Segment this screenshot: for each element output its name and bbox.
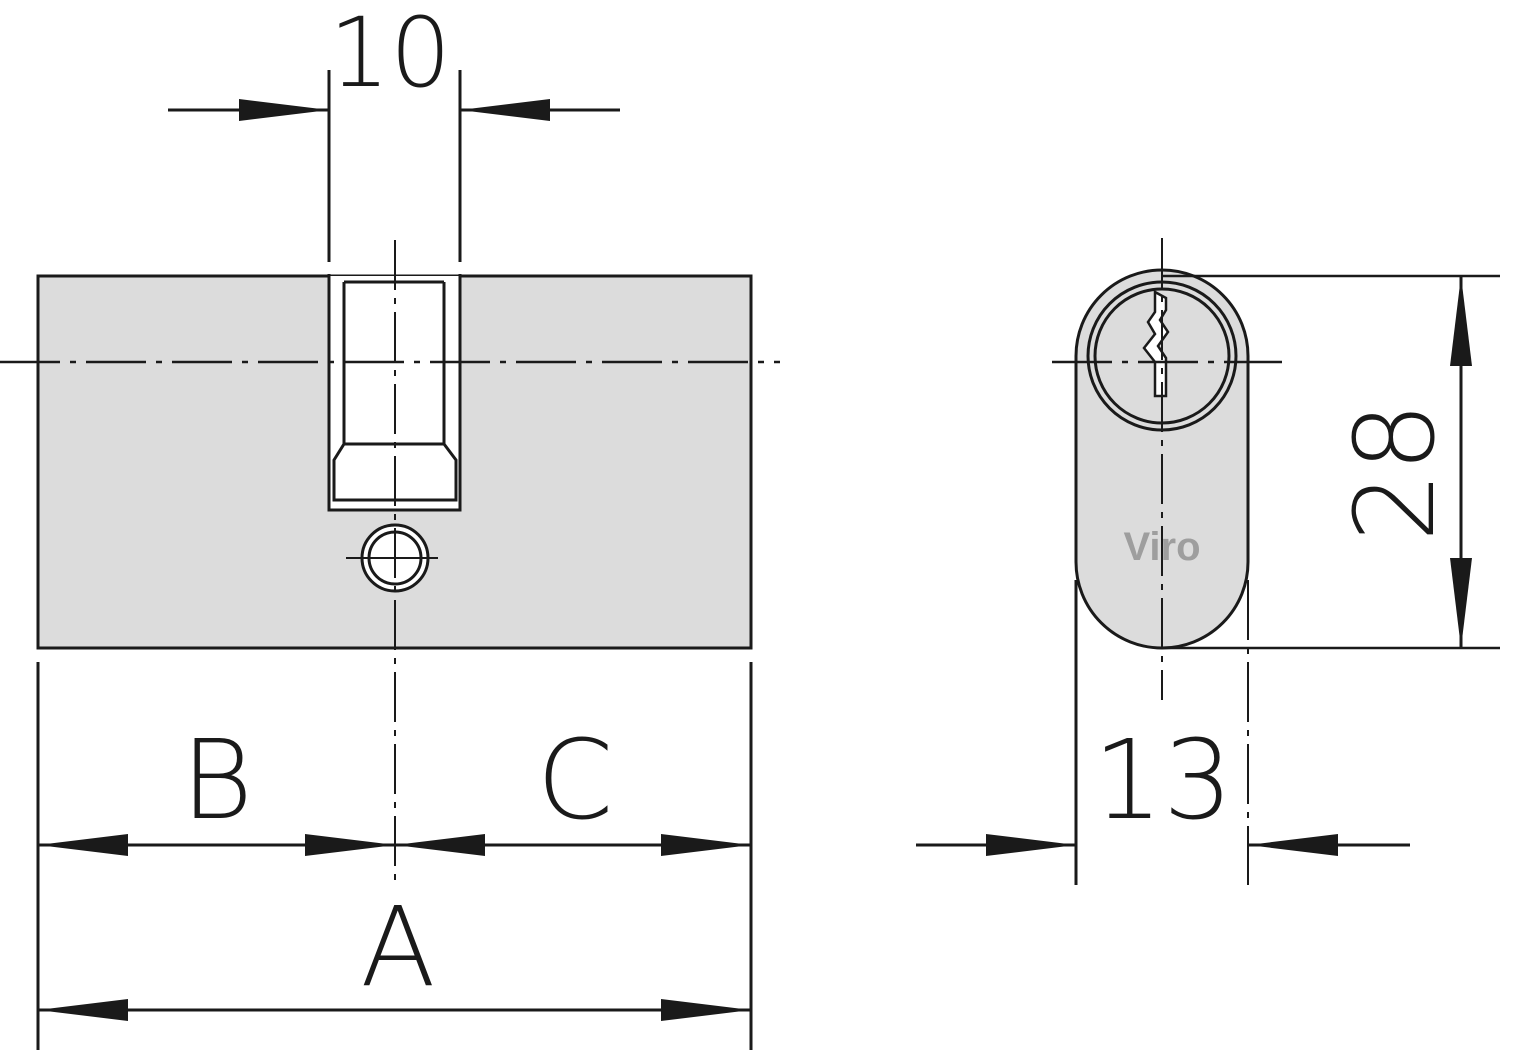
side-view: 10 B C A <box>0 0 780 1050</box>
dimension-label-c: C <box>537 716 614 844</box>
dimension-label-28: 28 <box>1331 402 1459 542</box>
dimension-label-10: 10 <box>329 0 451 109</box>
dimension-label-13: 13 <box>1093 716 1233 844</box>
dimension-label-a: A <box>360 883 435 1011</box>
front-view: Viro 28 13 <box>916 238 1500 885</box>
dimension-label-b: B <box>181 716 253 844</box>
